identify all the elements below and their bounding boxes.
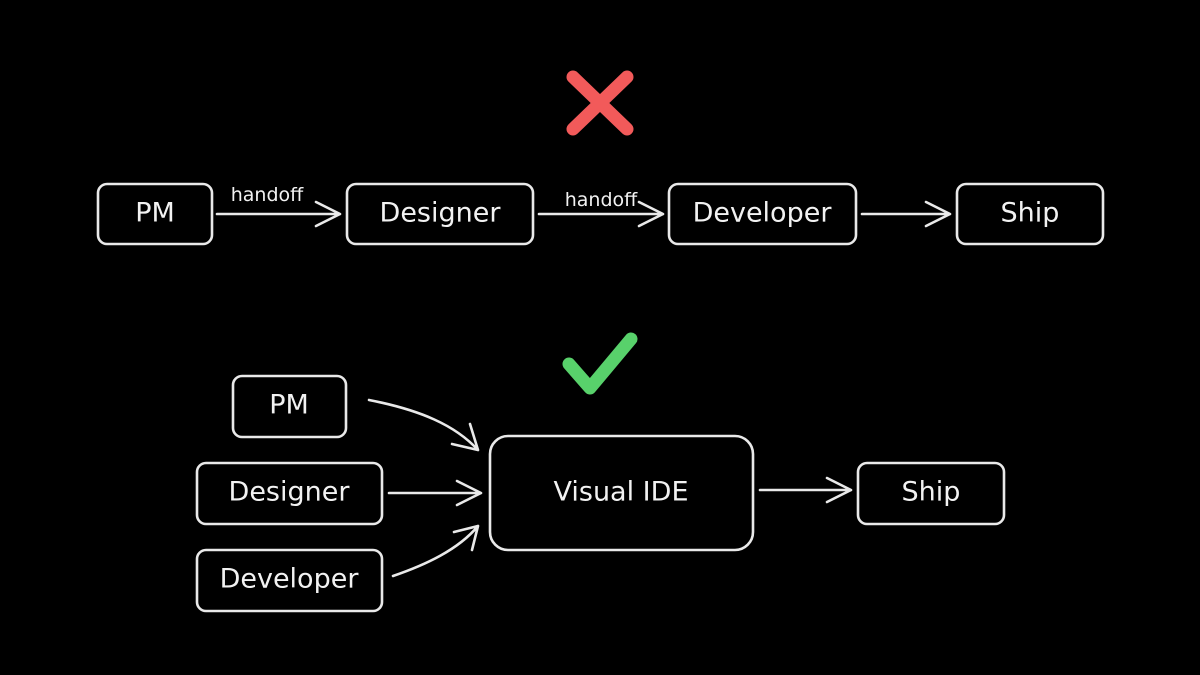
after-input-developer-label: Developer xyxy=(220,564,360,595)
before-node-ship: Ship xyxy=(955,182,1105,246)
after-output-ship-label: Ship xyxy=(902,477,961,508)
before-edge-pm-designer: handoff xyxy=(215,184,342,228)
after-output-ship: Ship xyxy=(856,461,1006,526)
after-input-pm: PM xyxy=(231,374,348,439)
after-hub-label: Visual IDE xyxy=(554,477,689,508)
before-node-pm: PM xyxy=(96,182,214,246)
before-node-developer-label: Developer xyxy=(693,198,833,229)
after-edge-designer-hub xyxy=(387,479,483,507)
before-node-ship-label: Ship xyxy=(1001,198,1060,229)
after-input-designer-label: Designer xyxy=(229,477,351,508)
cross-icon xyxy=(566,70,634,136)
after-input-pm-label: PM xyxy=(269,390,309,421)
after-input-designer: Designer xyxy=(195,461,384,526)
before-edge-developer-ship xyxy=(860,200,952,228)
after-input-developer: Developer xyxy=(195,548,384,613)
before-node-designer-label: Designer xyxy=(380,198,502,229)
before-edge-designer-developer: handoff xyxy=(537,189,665,228)
before-edge-pm-designer-label: handoff xyxy=(231,184,304,206)
before-workflow: PM Designer Developer Ship handoff hando… xyxy=(96,70,1105,246)
after-edge-developer-hub xyxy=(391,524,480,578)
after-workflow: PM Designer Developer Visual IDE Ship xyxy=(195,332,1006,613)
after-edge-pm-hub xyxy=(367,398,480,452)
after-edge-hub-ship xyxy=(758,476,853,504)
after-hub-visual-ide: Visual IDE xyxy=(488,434,755,552)
before-node-designer: Designer xyxy=(345,182,535,246)
before-node-developer: Developer xyxy=(667,182,858,246)
before-edge-designer-developer-label: handoff xyxy=(565,189,638,211)
checkmark-icon xyxy=(562,332,638,395)
before-node-pm-label: PM xyxy=(135,198,175,229)
